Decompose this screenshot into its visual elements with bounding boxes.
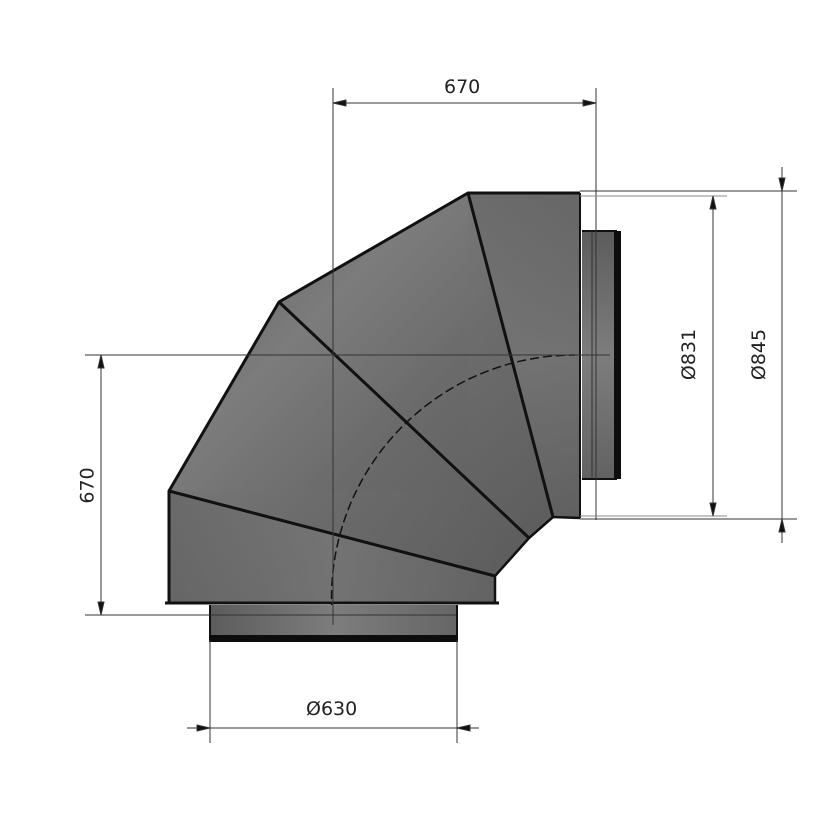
elbow-body — [165, 191, 581, 626]
centerline-arc — [330, 354, 576, 626]
seam-2 — [277, 300, 531, 540]
dim-top-670: 670 — [444, 76, 481, 98]
dimension-lines — [85, 88, 797, 743]
dim-left-670: 670 — [76, 467, 99, 504]
dim-bottom-diameter-630: Ø630 — [306, 698, 358, 720]
dim-right-diameter-831: Ø831 — [678, 328, 701, 381]
seam-1 — [168, 489, 496, 578]
right-gasket — [614, 231, 621, 479]
dim-right-diameter-845: Ø845 — [748, 328, 771, 381]
bottom-gasket — [209, 635, 458, 642]
